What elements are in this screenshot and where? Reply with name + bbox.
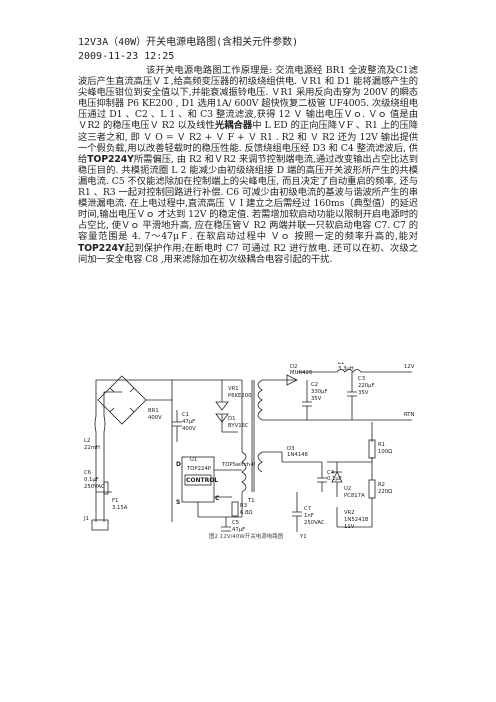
label-d2-value: MUR420 [290,370,313,376]
label-c3-rating: 35V [358,390,369,396]
label-output-12v: 12V [404,364,415,370]
label-f1-value: 3.15A [112,505,128,511]
label-c1: C1 [182,412,189,418]
label-l1: L1 [338,362,344,366]
label-c4: C4 [327,470,335,476]
article-title: 12V3A（40W）开关电源电路图(含相关元件参数) [78,37,299,48]
optocoupler-link[interactable]: 光耦合器 [214,120,253,132]
label-c5-value: 47μF [232,527,245,533]
label-u1-value: TOP224P [186,466,212,472]
label-vr1: VR1 [228,386,239,392]
top224y-link-2[interactable]: TOP224Y [78,242,125,254]
article-date: 2009-11-23 12:25 [78,51,175,62]
label-pin-d: D [176,461,181,468]
label-y1: Y1 [299,534,307,540]
label-c5: C5 [232,520,239,526]
body-text-3: 所需偏压, 由 R2 和ＶR2 来调节控制端电流,通过改变输出占空比达到稳压目的… [78,153,418,243]
label-f1: F1 [112,498,118,504]
label-c3-value: 220μF [358,383,375,389]
label-r1-value: 100Ω [378,449,392,455]
label-d3-value: 1N4148 [287,452,308,458]
label-r2-value: 220Ω [378,489,392,495]
label-c4-value: 0.1μF [327,476,342,482]
label-c2: C2 [311,382,318,388]
label-topswitch: TOPSwitch-II [221,462,256,468]
label-r2: R2 [378,482,385,488]
label-l1-value: 3.3μH [338,366,354,372]
label-d1: D1 [228,416,235,422]
label-t1: T1 [247,498,255,504]
label-vr1-value: P6KE200 [228,393,252,399]
label-d2: D2 [290,364,297,370]
body-text-2: 中 L ED 的正向压降ＶF 、R1 上的压降这三者之和, 即 Ｖ O = Ｖ … [78,120,418,165]
article-body: 该开关电源电路图工作原理是: 交流电源经 BR1 全波整流及C1滤波后产生直流高… [78,65,418,265]
label-l2: L2 [84,438,90,444]
label-c3: C3 [358,376,365,382]
label-control: CONTROL [186,477,218,484]
label-c7-value: 1nF [304,513,314,519]
label-pin-c: C [215,495,220,502]
label-rtn: RTN [404,412,415,418]
label-c1-value: 47μF [182,419,195,425]
label-c6-rating: 250VAC [84,484,105,490]
label-c7-rating: 250VAC [304,520,325,526]
circuit-schematic: L2 22mH C6 0.1μF 250VAC F1 3.15A J1 BR1 … [83,362,415,540]
label-vr2-value: 1N5241B [344,517,369,523]
body-text-4: 起到保护作用;在断电时 C7 可通过 R2 进行放电. 还可以在初、次级之间加一… [78,242,418,265]
label-vr2-rating: 11V [344,524,355,530]
label-r1: R1 [378,442,385,448]
label-l2-value: 22mH [84,445,100,451]
label-u2-value: PC817A [344,493,365,499]
label-r3: R3 [240,503,247,509]
label-j1: J1 [83,516,89,522]
label-u2: U2 [344,486,351,492]
body-text-1: 该开关电源电路图工作原理是: 交流电源经 BR1 全波整流及C1滤波后产生直流高… [78,65,418,132]
label-c6: C6 [84,470,92,476]
label-br1-value: 400V [148,415,162,421]
label-c7: C7 [304,506,311,512]
label-vr2: VR2 [344,510,355,516]
label-c6-value: 0.1μF [84,477,99,483]
label-c2-value: 330μF [311,389,328,395]
label-c2-rating: 35V [311,396,322,402]
label-r3-value: 6.8Ω [240,510,252,516]
figure-caption: 图2 12V/40W开关电源电路图 [209,534,284,540]
label-d3: D3 [287,446,294,452]
label-d1-value: BYV16C [228,423,249,429]
label-c1-rating: 400V [182,426,196,432]
label-br1: BR1 [148,408,159,414]
label-u1: U1 [190,457,197,463]
top224y-link-1[interactable]: TOP224Y [87,153,134,165]
label-pin-s: S [176,499,180,506]
